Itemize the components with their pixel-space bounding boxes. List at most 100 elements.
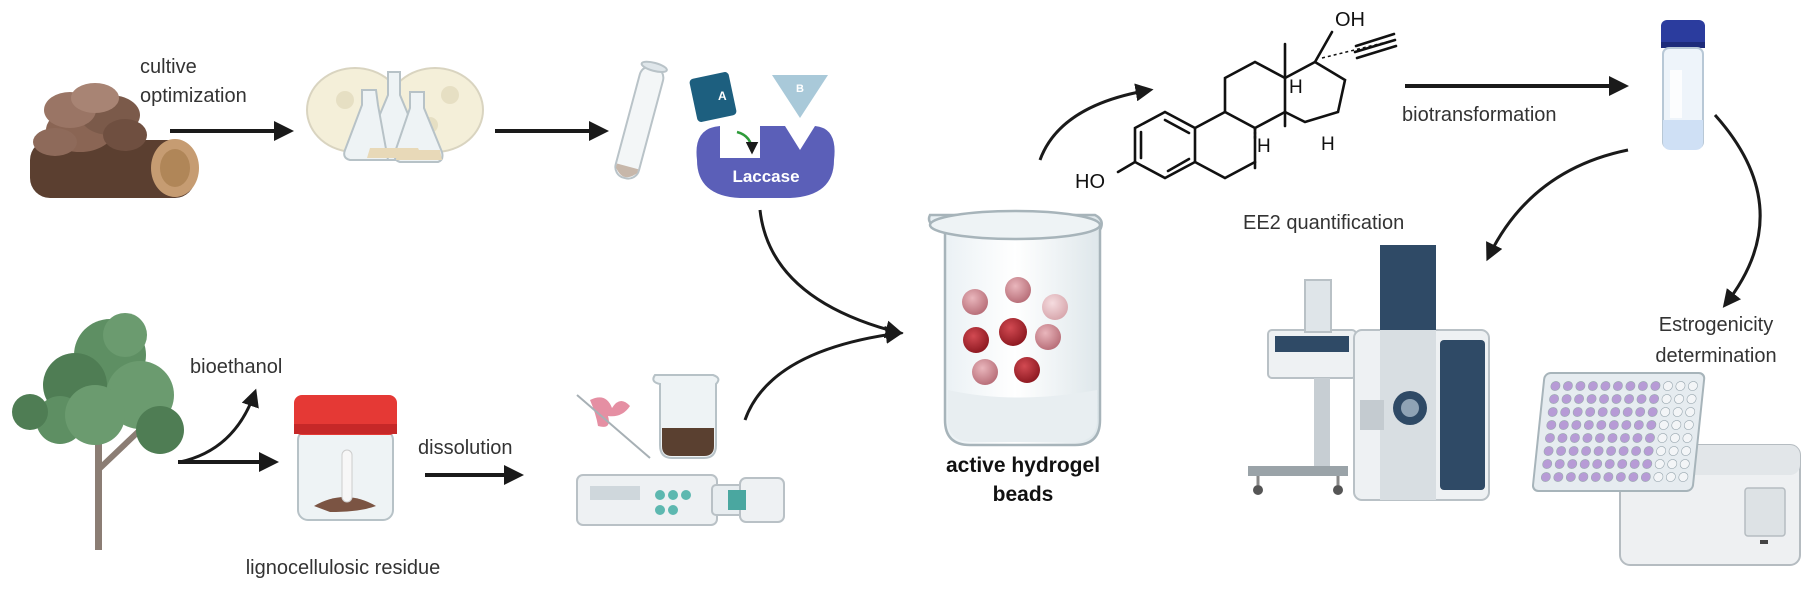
lignocellulosic-label: lignocellulosic residue: [246, 557, 441, 579]
plate-well: [1574, 394, 1584, 404]
plate-well: [1642, 459, 1653, 469]
plate-well: [1608, 420, 1619, 430]
plate-well: [1572, 407, 1583, 417]
plate-well: [1553, 472, 1564, 482]
biotransformation-label: biotransformation: [1402, 104, 1557, 126]
ee2-quantification-label: EE2 quantification: [1243, 212, 1404, 234]
plate-well: [1660, 407, 1671, 417]
h-label-1: H: [1289, 77, 1303, 98]
plate-well: [1592, 459, 1603, 469]
plate-well: [1603, 472, 1614, 482]
plate-well: [1635, 407, 1646, 417]
cultive-label: cultive optimization: [140, 56, 247, 107]
plate-well: [1672, 407, 1683, 417]
well-plate-icon: [1531, 372, 1706, 492]
ee2-molecule-structure: OH HO H H H: [1075, 9, 1398, 193]
plate-well: [1686, 394, 1697, 404]
plate-well: [1649, 394, 1659, 404]
plate-well: [1663, 381, 1673, 391]
plate-well: [1643, 446, 1654, 456]
oh-label: OH: [1335, 9, 1365, 31]
svg-text:active hydrogel: active hydrogel: [946, 454, 1100, 477]
arrow-beads-to-molecule: [1038, 83, 1154, 161]
arrow-vial-to-estrogenicity: [1713, 114, 1762, 308]
beads-label: active hydrogel beads: [946, 454, 1100, 506]
estrogenicity-label: Estrogenicity determination: [1655, 314, 1776, 367]
plate-well: [1620, 433, 1630, 443]
plate-well: [1546, 420, 1557, 430]
plate-well: [1628, 472, 1639, 482]
plate-well: [1647, 407, 1658, 417]
plate-well: [1570, 433, 1580, 443]
ho-label: HO: [1075, 171, 1105, 193]
svg-text:beads: beads: [993, 483, 1054, 506]
plate-well: [1657, 433, 1668, 443]
plate-well: [1685, 407, 1696, 417]
plate-well: [1607, 433, 1618, 443]
plate-well: [1581, 446, 1592, 456]
plate-well: [1560, 407, 1571, 417]
culture-flasks-icon: [306, 67, 484, 163]
tree-icon: [12, 313, 184, 550]
plate-well: [1600, 381, 1611, 391]
h-label-3: H: [1321, 134, 1335, 155]
plate-well: [1688, 381, 1698, 391]
plate-well: [1613, 381, 1623, 391]
sample-jar-icon: [294, 395, 397, 521]
plate-well: [1667, 459, 1678, 469]
plate-well: [1682, 433, 1693, 443]
sample-vial-icon: [1661, 20, 1705, 150]
plate-well: [1621, 420, 1632, 430]
plate-well: [1678, 472, 1689, 482]
plate-well: [1579, 459, 1590, 469]
plate-well: [1597, 407, 1608, 417]
svg-text:determination: determination: [1655, 345, 1776, 367]
plate-well: [1545, 433, 1555, 443]
plate-well: [1557, 433, 1568, 443]
arrow-tree-to-bioethanol: [179, 388, 259, 464]
plate-well: [1681, 446, 1692, 456]
plate-well: [1658, 420, 1669, 430]
plate-well: [1565, 472, 1576, 482]
plate-well: [1631, 446, 1642, 456]
plate-well: [1646, 420, 1657, 430]
plate-well: [1636, 394, 1647, 404]
plate-well: [1625, 381, 1636, 391]
plate-well: [1624, 394, 1634, 404]
svg-text:Estrogenicity: Estrogenicity: [1659, 314, 1774, 336]
plate-well: [1653, 472, 1664, 482]
plate-well: [1606, 446, 1617, 456]
plate-well: [1540, 472, 1551, 482]
hydrogel-beaker-icon: [927, 209, 1103, 447]
plate-well: [1590, 472, 1601, 482]
plate-well: [1588, 381, 1598, 391]
plate-well: [1561, 394, 1572, 404]
plate-well: [1582, 433, 1593, 443]
plate-well: [1618, 446, 1629, 456]
laccase-enzyme-icon: A B Laccase: [689, 72, 835, 198]
plate-well: [1674, 394, 1684, 404]
plate-well: [1571, 420, 1582, 430]
plate-well: [1578, 472, 1589, 482]
substrate-a-label: A: [718, 89, 727, 103]
plate-well: [1575, 381, 1586, 391]
plate-well: [1611, 394, 1622, 404]
arrow-vial-to-hplc: [1486, 148, 1629, 262]
dissolution-label: dissolution: [418, 437, 513, 459]
test-tube-icon: [614, 60, 668, 180]
plate-well: [1661, 394, 1672, 404]
plate-well: [1654, 459, 1665, 469]
plate-well: [1650, 381, 1661, 391]
plate-well: [1599, 394, 1609, 404]
plate-well: [1593, 446, 1604, 456]
plate-well: [1665, 472, 1676, 482]
bioethanol-label: bioethanol: [190, 356, 282, 378]
mushroom-log-icon: [30, 83, 199, 198]
plate-well: [1542, 459, 1553, 469]
plate-well: [1683, 420, 1694, 430]
plate-well: [1679, 459, 1690, 469]
svg-text:cultive: cultive: [140, 56, 197, 78]
plate-well: [1610, 407, 1621, 417]
plate-well: [1638, 381, 1648, 391]
syringe-pump-icon: [576, 374, 785, 526]
